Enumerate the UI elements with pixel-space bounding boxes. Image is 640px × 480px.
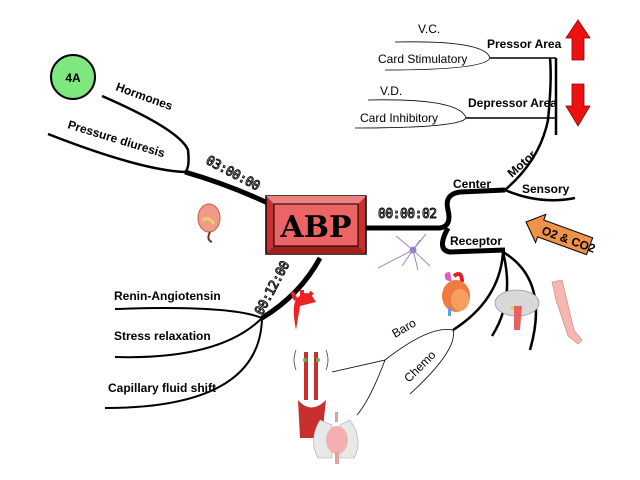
renin-branch: [114, 307, 263, 319]
sensory-branch: [504, 188, 576, 202]
baro-chemo-join: [356, 359, 386, 416]
vd-label: V.D.: [380, 84, 402, 98]
chemo-label: Chemo: [401, 348, 438, 385]
long-term-trunk: [184, 169, 274, 208]
intermediate-trunk: [260, 256, 323, 321]
neuron-icon: [377, 233, 431, 271]
stimulus-label: O2 & CO2: [540, 223, 598, 255]
baro-label: Baro: [390, 316, 419, 341]
pressor-items-bracket: [384, 41, 491, 71]
motor-branch: [504, 57, 552, 191]
hormones-label: Hormones: [114, 80, 175, 114]
receptor-label: Receptor: [450, 234, 502, 248]
center-label: Center: [453, 177, 491, 191]
immediate-trunk: [360, 187, 506, 231]
pressure-diuresis-label: Pressure diuresis: [66, 117, 167, 160]
sensory-label: Sensory: [522, 182, 570, 196]
lungs-icon: [313, 412, 359, 464]
badge-4a: 4A: [50, 54, 96, 100]
pressure-diuresis-branch: [47, 132, 186, 174]
vc-label: V.C.: [418, 22, 440, 36]
depressor-items-bracket: [354, 99, 467, 129]
receptor-branch-arm: [502, 250, 538, 351]
capillary-branch: [104, 317, 263, 409]
depressor-area-label: Depressor Area: [468, 96, 557, 110]
stress-relaxation-branch: [114, 317, 263, 359]
aorta-icon: [290, 290, 316, 330]
abp-label: ABP: [279, 210, 351, 245]
stress-relaxation-label: Stress relaxation: [114, 329, 211, 343]
arrow-down-icon: [565, 83, 591, 127]
heart-icon: [442, 272, 470, 316]
abp-node: ABP: [265, 195, 367, 255]
chemo-branch: [409, 329, 454, 395]
hormones-branch: [101, 94, 190, 173]
pressor-area-label: Pressor Area: [487, 37, 562, 51]
capillary-fluid-shift-label: Capillary fluid shift: [108, 381, 216, 395]
renin-angiotensin-label: Renin-Angiotensin: [114, 289, 221, 303]
baro-branch: [331, 328, 454, 373]
brain-icon: [494, 289, 540, 330]
card-stimulatory-label: Card Stimulatory: [378, 52, 467, 66]
kidney-icon: [197, 203, 221, 243]
motor-label: Motor: [505, 147, 539, 180]
badge-label: 4A: [65, 71, 81, 85]
card-inhibitory-label: Card Inhibitory: [360, 111, 438, 125]
stimulus-arrow: O2 & CO2: [525, 213, 598, 256]
arm-icon: [551, 279, 583, 345]
receptor-branch-heart: [452, 251, 505, 332]
arrow-up-icon: [565, 19, 591, 61]
timer-immediate: 00:00:02: [378, 207, 437, 222]
receptor-trunk: [440, 226, 506, 255]
